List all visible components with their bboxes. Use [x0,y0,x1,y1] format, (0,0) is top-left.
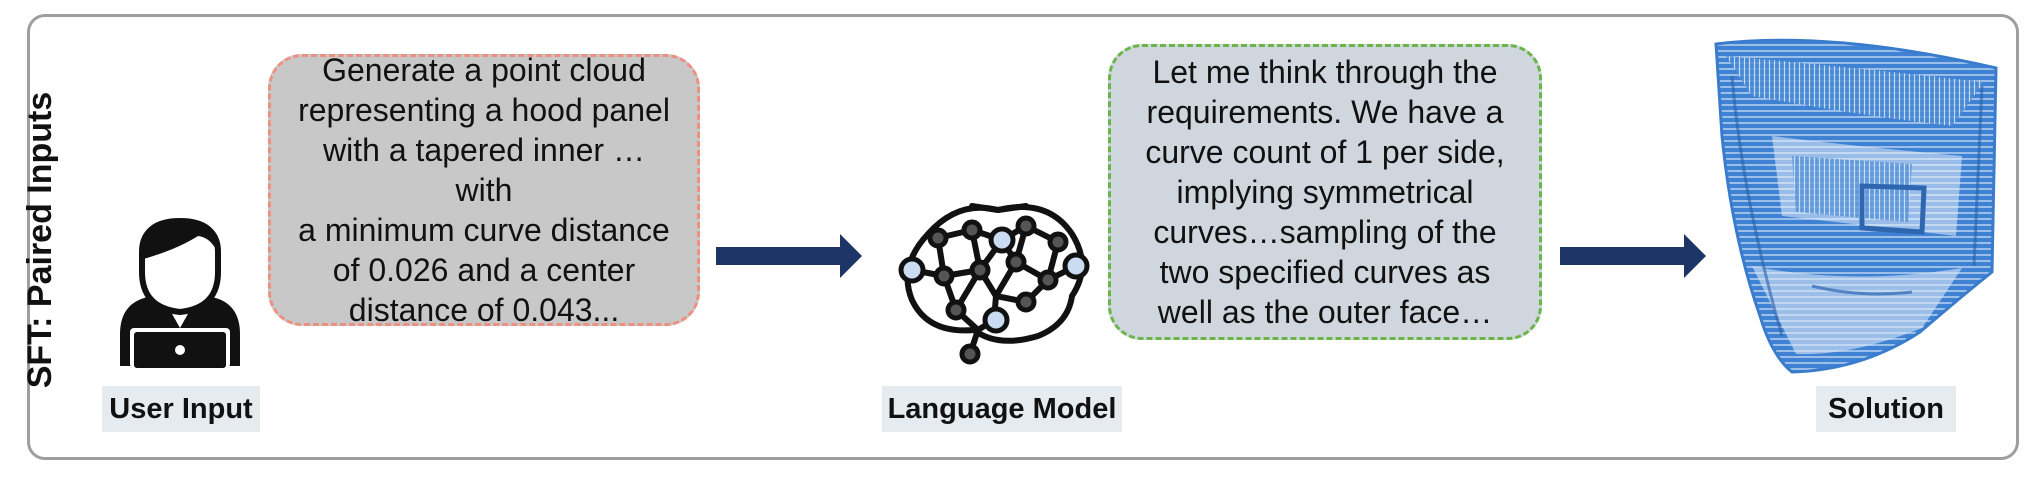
response-line: curve count of 1 per side, [1145,134,1505,170]
arrow-to-solution-icon [1560,234,1706,278]
side-label: SFT: Paired Inputs [21,91,59,389]
prompt-line: a minimum curve distance [298,212,670,248]
response-line: well as the outer face… [1157,294,1493,330]
prompt-line: representing a hood panel [298,92,670,128]
user-prompt-bubble: Generate a point cloud representing a ho… [268,52,700,328]
language-model-label: Language Model [882,386,1122,432]
diagram-frame [27,14,2019,460]
user-input-label: User Input [102,386,260,432]
brain-network-icon [898,203,1090,365]
response-line: requirements. We have a [1146,94,1504,130]
prompt-line: of 0.026 and a center [332,252,636,288]
response-line: two specified curves as [1159,254,1491,290]
response-line: implying symmetrical [1176,174,1474,210]
prompt-line: distance of 0.043... [348,292,620,328]
response-line: Let me think through the [1152,54,1498,90]
model-response-bubble: Let me think through the requirements. W… [1108,44,1542,340]
user-laptop-icon [120,218,240,368]
solution-label: Solution [1816,386,1956,432]
prompt-line: with a tapered inner … with [323,132,645,208]
prompt-line: Generate a point cloud [322,52,646,88]
response-line: curves…sampling of the [1153,214,1497,250]
arrow-to-model-icon [716,234,862,278]
point-cloud-hood-panel [1714,38,1998,374]
